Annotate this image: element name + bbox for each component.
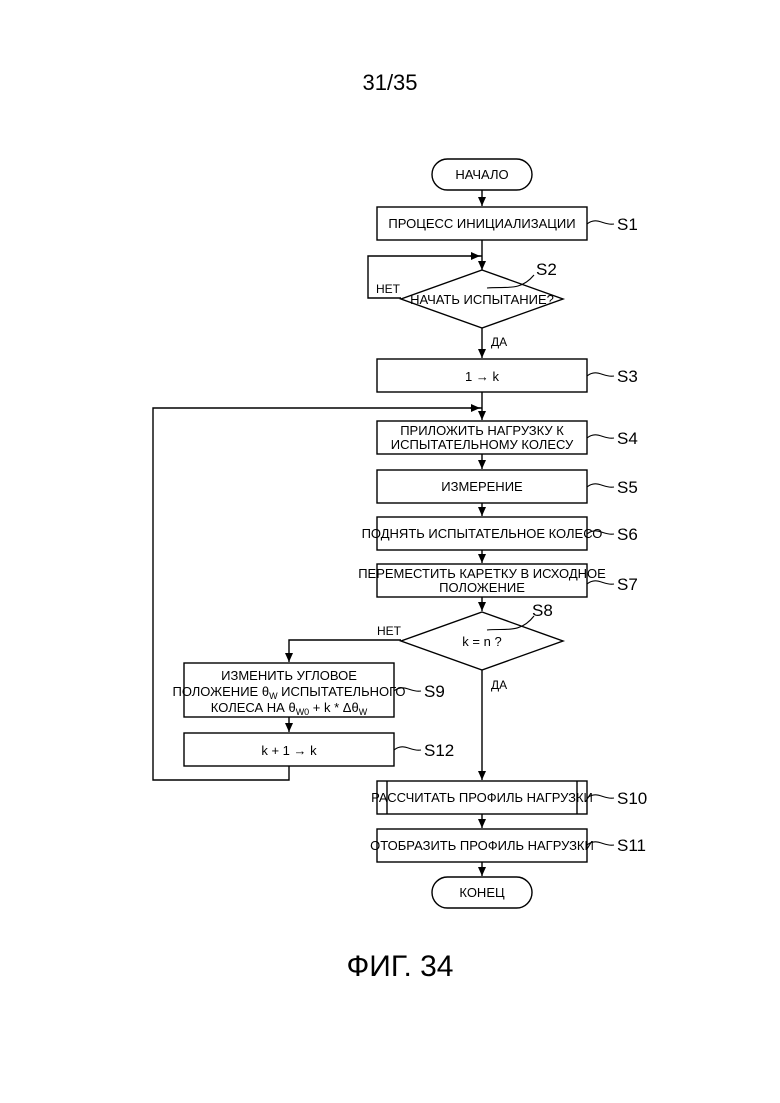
step-label-s2: S2	[536, 260, 557, 279]
s9-label-line3: КОЛЕСА НА θW0 + k * ΔθW	[211, 700, 368, 717]
step-label-s5: S5	[617, 478, 638, 497]
s2-no-label: НЕТ	[376, 282, 401, 296]
s3-label: 1 → k	[465, 369, 499, 384]
start-label: НАЧАЛО	[455, 167, 508, 182]
step-s12-box: k + 1 → k	[184, 733, 394, 766]
step-label-s4: S4	[617, 429, 638, 448]
s1-label: ПРОЦЕСС ИНИЦИАЛИЗАЦИИ	[388, 216, 575, 231]
step-label-s11: S11	[617, 836, 646, 855]
s12-label: k + 1 → k	[261, 743, 317, 758]
step-s10-box: РАССЧИТАТЬ ПРОФИЛЬ НАГРУЗКИ	[371, 781, 593, 814]
step-s1-box: ПРОЦЕСС ИНИЦИАЛИЗАЦИИ	[377, 207, 587, 240]
end-terminal: КОНЕЦ	[432, 877, 532, 908]
s7-label-line1: ПЕРЕМЕСТИТЬ КАРЕТКУ В ИСХОДНОЕ	[358, 566, 606, 581]
step-label-s9: S9	[424, 682, 445, 701]
s8-yes-label: ДА	[491, 678, 507, 692]
s8-label: k = n ?	[462, 634, 501, 649]
step-label-s7: S7	[617, 575, 638, 594]
end-label: КОНЕЦ	[459, 885, 505, 900]
s4-label-line1: ПРИЛОЖИТЬ НАГРУЗКУ К	[400, 423, 564, 438]
step-s4-box: ПРИЛОЖИТЬ НАГРУЗКУ К ИСПЫТАТЕЛЬНОМУ КОЛЕ…	[377, 421, 587, 454]
s8-no-label: НЕТ	[377, 624, 402, 638]
s6-label: ПОДНЯТЬ ИСПЫТАТЕЛЬНОЕ КОЛЕСО	[362, 526, 603, 541]
s11-label: ОТОБРАЗИТЬ ПРОФИЛЬ НАГРУЗКИ	[370, 838, 594, 853]
step-s5-box: ИЗМЕРЕНИЕ	[377, 470, 587, 503]
s5-label: ИЗМЕРЕНИЕ	[441, 479, 523, 494]
step-s8-decision: k = n ?	[401, 612, 563, 670]
s9-label-line2: ПОЛОЖЕНИЕ θW ИСПЫТАТЕЛЬНОГО	[172, 684, 405, 701]
step-s9-box: ИЗМЕНИТЬ УГЛОВОЕ ПОЛОЖЕНИЕ θW ИСПЫТАТЕЛЬ…	[172, 663, 405, 717]
s7-label-line2: ПОЛОЖЕНИЕ	[439, 580, 525, 595]
start-terminal: НАЧАЛО	[432, 159, 532, 190]
step-s7-box: ПЕРЕМЕСТИТЬ КАРЕТКУ В ИСХОДНОЕ ПОЛОЖЕНИЕ	[358, 564, 606, 597]
step-s3-box: 1 → k	[377, 359, 587, 392]
step-label-s10: S10	[617, 789, 647, 808]
s10-label: РАССЧИТАТЬ ПРОФИЛЬ НАГРУЗКИ	[371, 790, 593, 805]
step-label-s1: S1	[617, 215, 638, 234]
step-label-s12: S12	[424, 741, 454, 760]
s4-label-line2: ИСПЫТАТЕЛЬНОМУ КОЛЕСУ	[391, 437, 574, 452]
step-label-s6: S6	[617, 525, 638, 544]
figure-caption: ФИГ. 34	[0, 950, 780, 984]
step-s11-box: ОТОБРАЗИТЬ ПРОФИЛЬ НАГРУЗКИ	[370, 829, 594, 862]
s2-label: НАЧАТЬ ИСПЫТАНИЕ?	[410, 292, 554, 307]
step-s6-box: ПОДНЯТЬ ИСПЫТАТЕЛЬНОЕ КОЛЕСО	[362, 517, 603, 550]
step-label-s8: S8	[532, 601, 553, 620]
s2-yes-label: ДА	[491, 335, 507, 349]
s9-label-line1: ИЗМЕНИТЬ УГЛОВОЕ	[221, 668, 357, 683]
step-label-s3: S3	[617, 367, 638, 386]
